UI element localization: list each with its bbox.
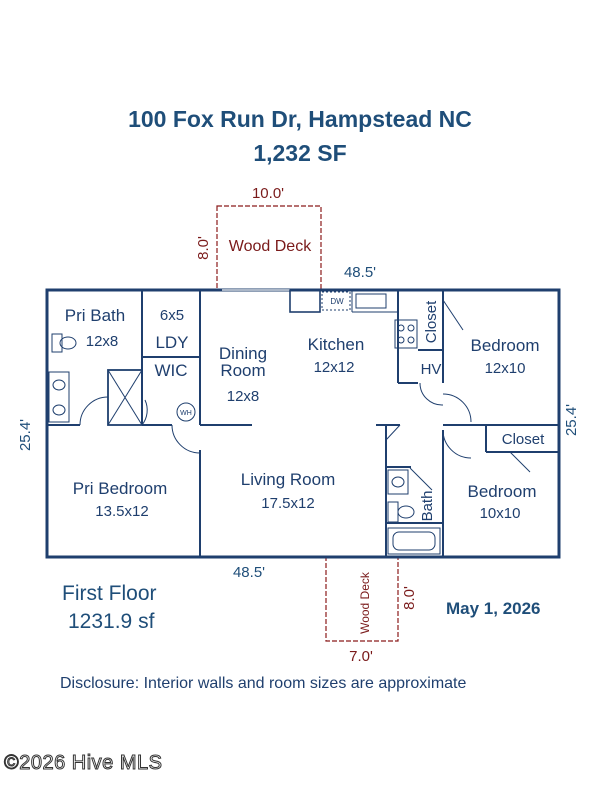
- total-square-feet: 1,232 SF: [253, 140, 347, 166]
- dimension-left: 25.4': [17, 419, 34, 451]
- pri-bedroom-size: 13.5x12: [95, 503, 148, 520]
- water-heater-label: WH: [180, 410, 192, 417]
- disclosure-text: Disclosure: Interior walls and room size…: [60, 675, 467, 692]
- floor-square-feet: 1231.9 sf: [68, 610, 155, 633]
- laundry-size: 6x5: [160, 307, 184, 324]
- dining-name-line2: Room: [220, 361, 265, 380]
- bath-name: Bath: [419, 491, 436, 522]
- dishwasher-label: DW: [330, 297, 344, 306]
- bath-fixtures: [387, 469, 441, 555]
- dimension-top: 48.5': [344, 264, 376, 281]
- top-deck-width: 10.0': [252, 185, 284, 202]
- bedroom-bottom-size: 10x10: [480, 505, 521, 522]
- wic-name: WIC: [154, 361, 187, 380]
- bottom-deck-width: 7.0': [349, 648, 373, 665]
- hv-name: HV: [421, 361, 442, 378]
- dining-size: 12x8: [227, 388, 260, 405]
- bottom-deck-label: Wood Deck: [358, 571, 372, 634]
- dining-name-line1: Dining: [219, 344, 267, 363]
- living-size: 17.5x12: [261, 495, 314, 512]
- plan-date: May 1, 2026: [446, 599, 541, 618]
- pri-bedroom-name: Pri Bedroom: [73, 479, 167, 498]
- pri-bath-size: 12x8: [86, 333, 119, 350]
- interior-walls: [47, 290, 559, 557]
- bottom-deck-depth: 8.0': [401, 586, 418, 610]
- top-deck-label: Wood Deck: [229, 238, 312, 255]
- kitchen-size: 12x12: [314, 359, 355, 376]
- top-deck-depth: 8.0': [195, 236, 212, 260]
- dimension-bottom: 48.5': [233, 564, 265, 581]
- bedroom-top-size: 12x10: [485, 360, 526, 377]
- living-name: Living Room: [241, 470, 336, 489]
- laundry-name: LDY: [155, 333, 188, 352]
- doors: [79, 299, 531, 491]
- copyright-watermark: ©2026 Hive MLS: [3, 752, 163, 775]
- bedroom-bottom-name: Bedroom: [468, 482, 537, 501]
- bedroom-top-name: Bedroom: [471, 336, 540, 355]
- kitchen-name: Kitchen: [308, 335, 365, 354]
- closet-top-name: Closet: [423, 300, 440, 343]
- pri-bath-name: Pri Bath: [65, 306, 125, 325]
- closet-right-name: Closet: [502, 431, 545, 448]
- address-title: 100 Fox Run Dr, Hampstead NC: [128, 106, 472, 132]
- pri-bath-fixtures: [48, 333, 196, 426]
- dimension-right: 25.4': [563, 404, 580, 436]
- kitchen-counter: [289, 289, 418, 349]
- floor-name: First Floor: [62, 582, 157, 605]
